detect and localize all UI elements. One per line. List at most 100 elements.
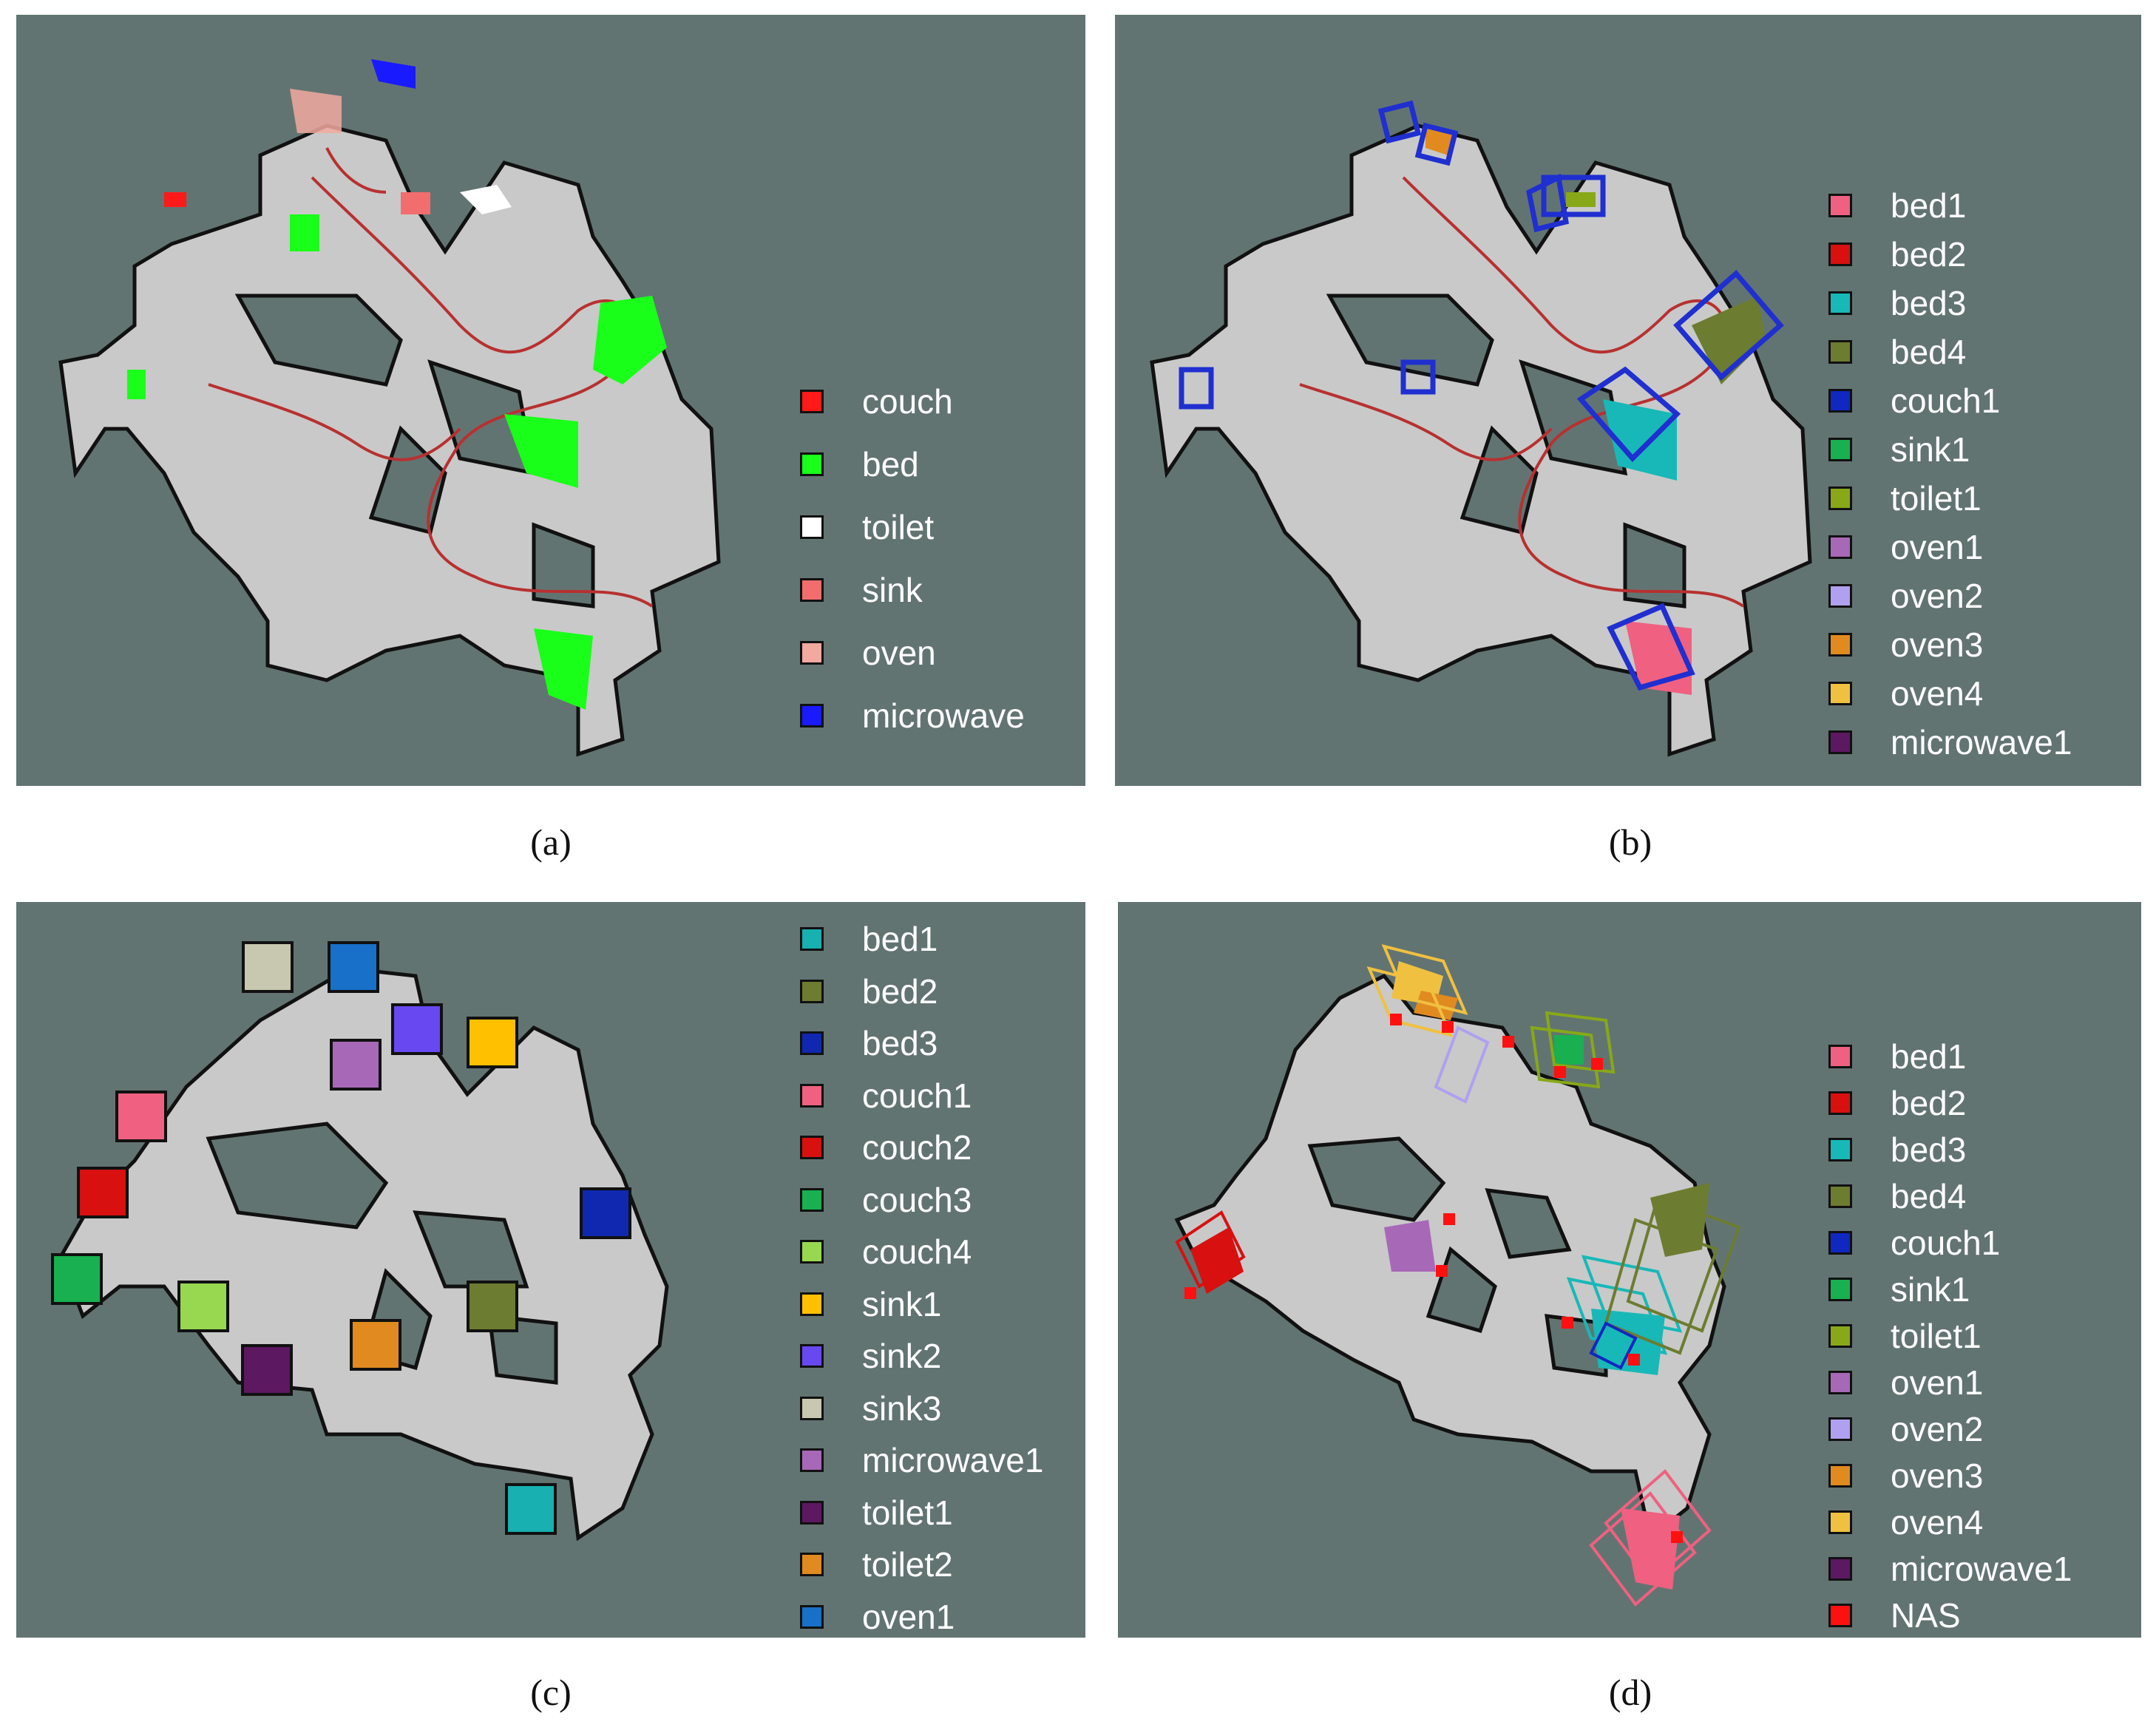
legend-item: toilet1 — [1828, 481, 1982, 515]
legend-item: oven — [800, 636, 936, 670]
legend-swatch — [1828, 438, 1852, 461]
legend-item: microwave1 — [1828, 725, 2072, 759]
nas-marker — [1628, 1354, 1640, 1366]
legend-item: couch1 — [1828, 1226, 2000, 1260]
object-marker — [242, 941, 294, 993]
legend-label: oven4 — [1891, 674, 1984, 713]
legend-swatch — [800, 1031, 824, 1055]
legend-item: microwave1 — [1828, 1552, 2072, 1586]
semantic-map-a — [58, 59, 721, 757]
legend-swatch — [800, 1604, 824, 1629]
legend-item: microwave — [800, 699, 1025, 733]
legend-label: NAS — [1891, 1596, 1961, 1635]
semantic-map-b — [1150, 100, 1812, 757]
legend-label: couch1 — [862, 1076, 972, 1115]
legend-label: toilet — [862, 508, 935, 546]
object-marker — [328, 941, 379, 993]
legend-swatch — [1828, 486, 1852, 510]
legend-item: bed2 — [1828, 237, 1966, 271]
object-marker — [330, 1039, 382, 1091]
legend-label: bed2 — [1891, 1084, 1967, 1122]
legend-item: bed — [800, 447, 919, 481]
legend-swatch — [1828, 1510, 1852, 1534]
panel-c: bed1 bed2 bed3 couch1 couch2 couch3 couc… — [16, 902, 1085, 1638]
legend-item: oven1 — [1828, 530, 1983, 564]
legend-swatch — [1828, 194, 1852, 217]
legend-label: bed3 — [1891, 1130, 1967, 1169]
caption-c: (c) — [530, 1672, 572, 1713]
legend-swatch — [1828, 633, 1852, 657]
legend-label: bed3 — [862, 1024, 938, 1062]
legend-label: microwave1 — [1891, 723, 2072, 762]
legend-label: couch — [862, 382, 953, 421]
legend-label: sink1 — [1891, 1270, 1970, 1309]
legend-label: bed1 — [1891, 186, 1967, 225]
legend-swatch — [800, 1448, 824, 1472]
legend-swatch — [800, 515, 824, 539]
floor-plan — [58, 123, 721, 757]
legend-item: NAS — [1828, 1598, 1961, 1632]
legend-label: couch1 — [1891, 1224, 2001, 1262]
legend-swatch — [800, 1396, 824, 1420]
legend-item: couch3 — [800, 1183, 972, 1217]
legend-item: sink — [800, 573, 923, 607]
legend-swatch — [1828, 1184, 1852, 1208]
legend-swatch — [1828, 1557, 1852, 1581]
object-marker — [350, 1319, 401, 1371]
legend-label: oven3 — [1891, 1456, 1984, 1495]
legend-swatch — [1828, 1045, 1852, 1068]
trajectory — [1299, 176, 1745, 608]
legend-swatch — [800, 927, 824, 951]
nas-marker — [1442, 1021, 1454, 1033]
legend-item: oven3 — [1828, 628, 1983, 662]
legend-label: toilet1 — [862, 1493, 953, 1532]
object-marker — [467, 1281, 518, 1332]
legend-swatch — [800, 979, 824, 1003]
legend-swatch — [1828, 584, 1852, 608]
nas-marker — [1562, 1317, 1573, 1329]
legend-item: oven3 — [1828, 1459, 1983, 1493]
legend-swatch — [1828, 291, 1852, 315]
3d-bounding-boxes — [1175, 944, 1741, 1607]
legend-label: oven4 — [1891, 1503, 1984, 1542]
legend-swatch — [1828, 1417, 1852, 1441]
object-marker — [580, 1187, 631, 1239]
legend-label: microwave1 — [862, 1441, 1044, 1479]
legend-item: microwave1 — [800, 1443, 1043, 1477]
legend-label: sink1 — [1891, 430, 1970, 469]
legend-label: bed2 — [1891, 235, 1967, 274]
nas-marker — [1502, 1036, 1514, 1048]
legend-label: couch2 — [862, 1128, 972, 1167]
legend-swatch — [800, 704, 824, 728]
object-marker — [505, 1483, 557, 1535]
legend-label: microwave1 — [1891, 1550, 2072, 1588]
legend-swatch — [1828, 730, 1852, 754]
object-markers — [51, 941, 631, 1535]
legend-swatch — [800, 641, 824, 665]
legend-item: oven4 — [1828, 676, 1983, 711]
legend-item: oven4 — [1828, 1505, 1983, 1539]
legend-label: oven1 — [1891, 1363, 1984, 1402]
legend-item: couch4 — [800, 1235, 972, 1269]
floor-plan — [1150, 123, 1812, 757]
legend-item: couch1 — [800, 1079, 972, 1113]
legend-label: bed1 — [1891, 1037, 1967, 1076]
legend-item: bed1 — [800, 922, 938, 956]
legend-item: sink2 — [800, 1339, 941, 1373]
legend-item: sink1 — [1828, 433, 1970, 467]
nas-markers — [1184, 1014, 1683, 1543]
legend-swatch — [800, 1292, 824, 1316]
legend-item: bed2 — [800, 974, 938, 1008]
floor-plan — [58, 966, 669, 1542]
legend-swatch — [800, 452, 824, 476]
legend-item: toilet1 — [800, 1496, 953, 1530]
legend-item: oven2 — [1828, 579, 1983, 613]
legend-item: bed1 — [1828, 189, 1966, 223]
legend-label: oven — [862, 634, 936, 672]
legend-item: bed4 — [1828, 1179, 1966, 1213]
legend-label: toilet1 — [1891, 1317, 1982, 1355]
legend-item: oven1 — [1828, 1366, 1983, 1400]
legend-swatch — [800, 1500, 824, 1525]
legend-swatch — [800, 1344, 824, 1368]
legend-label: bed3 — [1891, 284, 1967, 322]
